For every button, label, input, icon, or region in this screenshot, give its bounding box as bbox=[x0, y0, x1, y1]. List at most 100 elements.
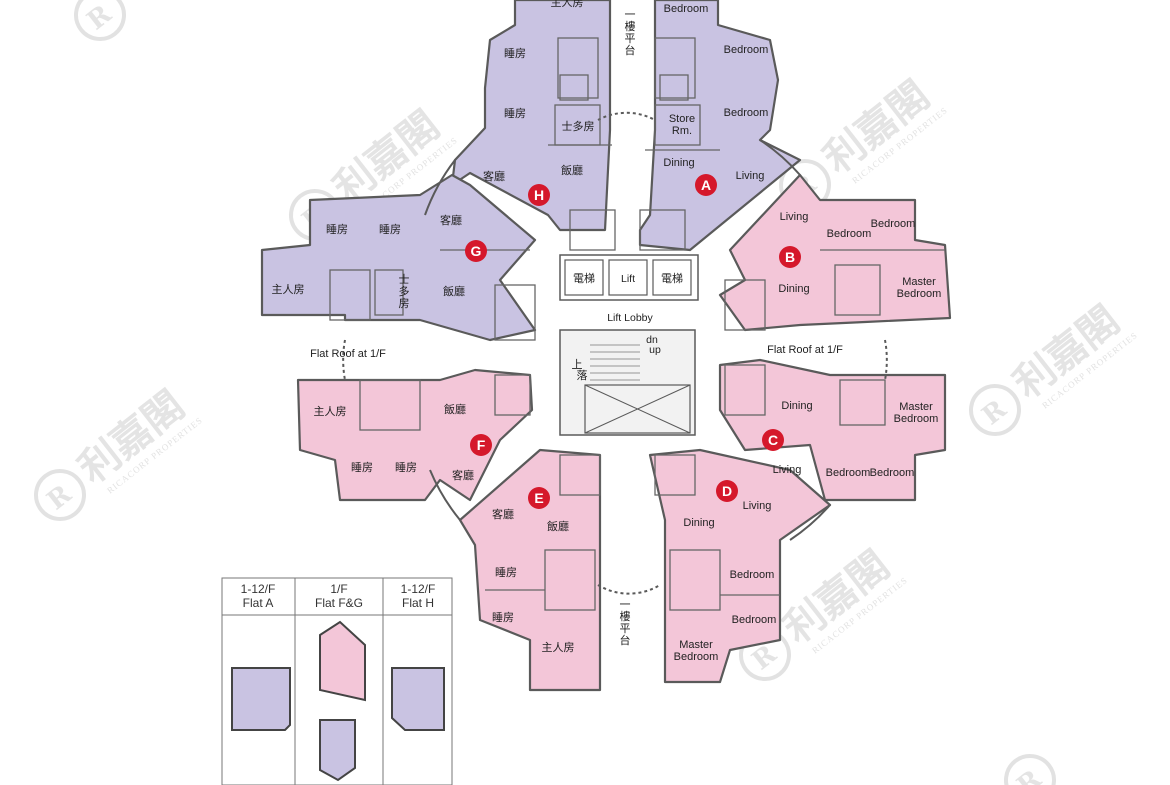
stair-up-label: up bbox=[649, 344, 661, 356]
flat-b-shape bbox=[718, 173, 952, 332]
lift-lobby-label: Lift Lobby bbox=[607, 312, 653, 324]
stair-treads bbox=[590, 344, 640, 381]
flat-badge-b[interactable]: B bbox=[779, 246, 801, 268]
flat-d-shape bbox=[648, 448, 832, 684]
flat-f-living-label: 客廳 bbox=[452, 468, 474, 482]
flat-g-dining-label: 飯廳 bbox=[443, 284, 465, 298]
svg-text:E: E bbox=[534, 490, 543, 506]
flat-f-dining-label: 飯廳 bbox=[444, 402, 466, 416]
flat-c-bed2-label: Bedroom bbox=[870, 467, 915, 479]
flat-c-dining-label: Dining bbox=[781, 400, 812, 412]
lift-car-left bbox=[564, 259, 604, 296]
flat-e-living-label: 客廳 bbox=[492, 507, 514, 521]
legend-flat-g-shape bbox=[319, 620, 366, 702]
svg-text:D: D bbox=[722, 483, 732, 499]
svg-text:G: G bbox=[471, 243, 482, 259]
flat-d-living-label: Living bbox=[743, 500, 772, 512]
flat-g-bed1-label: 睡房 bbox=[326, 223, 348, 236]
flat-b-bed2-label: Bedroom bbox=[827, 228, 872, 240]
lift-shaft-void bbox=[584, 384, 691, 434]
flat-b-dining-label: Dining bbox=[778, 283, 809, 295]
flat-g-store-label: 士多房 bbox=[399, 273, 410, 310]
lift-car-right bbox=[652, 259, 692, 296]
ring-arcs bbox=[342, 111, 888, 595]
flat-f-shape bbox=[296, 368, 534, 502]
flat-badge-e[interactable]: E bbox=[528, 487, 550, 509]
legend-flat-a-shape bbox=[231, 667, 291, 731]
roof-labels: Flat Roof at 1/F Flat Roof at 1/F 一樓平台 一… bbox=[310, 8, 843, 647]
svg-text:A: A bbox=[701, 177, 711, 193]
watermark-4: 利嘉閣 RICACORP PROPERTIES bbox=[959, 297, 1140, 446]
south-roof-label: 一樓平台 bbox=[620, 598, 631, 647]
flat-c-bed1-label: Bedroom bbox=[826, 467, 871, 479]
flat-badge-h[interactable]: H bbox=[528, 184, 550, 206]
flat-e-bed2-label: 睡房 bbox=[492, 611, 514, 624]
flat-g-bed2-label: 睡房 bbox=[379, 223, 401, 236]
central-core bbox=[559, 254, 699, 436]
legend-flat-h-shape bbox=[391, 667, 445, 731]
flat-badge-a[interactable]: A bbox=[695, 174, 717, 196]
east-flat-roof-label: Flat Roof at 1/F bbox=[767, 344, 843, 356]
svg-text:F: F bbox=[477, 437, 486, 453]
flat-f-bed1-label: 睡房 bbox=[351, 461, 373, 474]
unit-shapes bbox=[260, 0, 952, 692]
flat-g-master-label: 主人房 bbox=[272, 283, 305, 296]
flat-b-bed1-label: Bedroom bbox=[871, 218, 916, 230]
flat-f-bed2-label: 睡房 bbox=[395, 461, 417, 474]
flat-badges: A B C D E F G H bbox=[465, 174, 801, 509]
lift-left-label: 電梯 bbox=[573, 272, 595, 285]
flat-badge-g[interactable]: G bbox=[465, 240, 487, 262]
west-flat-roof-label: Flat Roof at 1/F bbox=[310, 348, 386, 360]
watermark-logo-icon bbox=[64, 0, 136, 51]
flat-d-bed2-label: Bedroom bbox=[732, 614, 777, 626]
core-labels: 電梯 Lift 電梯 Lift Lobby dn up 上落 bbox=[572, 272, 684, 382]
flat-c-shape bbox=[718, 358, 947, 502]
interior-walls bbox=[329, 37, 945, 611]
flat-e-master-label: 主人房 bbox=[542, 641, 575, 654]
flat-a-living-label: Living bbox=[736, 170, 765, 182]
flat-e-bed1-label: 睡房 bbox=[495, 566, 517, 579]
flat-badge-f[interactable]: F bbox=[470, 434, 492, 456]
watermark-logo-icon bbox=[994, 744, 1066, 785]
flat-h-master-label: 主人房 bbox=[551, 0, 584, 9]
flat-d-bed1-label: Bedroom bbox=[730, 569, 775, 581]
stair-cn-label: 上落 bbox=[572, 358, 588, 382]
flat-a-bed2-label: Bedroom bbox=[724, 107, 769, 119]
flat-a-shape bbox=[638, 0, 802, 252]
flat-h-bed1-label: 睡房 bbox=[504, 47, 526, 60]
stair-core bbox=[559, 329, 696, 436]
lift-right-label: 電梯 bbox=[661, 272, 683, 285]
flat-a-dining-label: Dining bbox=[663, 157, 694, 169]
svg-text:C: C bbox=[768, 432, 778, 448]
flat-badge-c[interactable]: C bbox=[762, 429, 784, 451]
flat-g-living-label: 客廳 bbox=[440, 213, 462, 227]
flat-h-dining-label: 飯廳 bbox=[561, 163, 583, 177]
lift-car-middle bbox=[608, 259, 648, 296]
flat-e-shape bbox=[458, 448, 602, 692]
flat-a-bed1-label: Bedroom bbox=[724, 44, 769, 56]
flat-d-dining-label: Dining bbox=[683, 517, 714, 529]
north-roof-label: 一樓平台 bbox=[625, 8, 636, 57]
flat-f-master-label: 主人房 bbox=[314, 405, 347, 418]
stair-down-label: dn bbox=[646, 334, 658, 346]
flat-h-living-label: 客廳 bbox=[483, 169, 505, 183]
flat-h-bed2-label: 睡房 bbox=[504, 107, 526, 120]
flat-c-living-label: Living bbox=[773, 464, 802, 476]
svg-text:H: H bbox=[534, 187, 544, 203]
flat-badge-d[interactable]: D bbox=[716, 480, 738, 502]
svg-text:B: B bbox=[785, 249, 795, 265]
flat-h-store-label: 士多房 bbox=[562, 119, 595, 133]
flat-e-dining-label: 飯廳 bbox=[547, 519, 569, 533]
watermark-2: 利嘉閣 RICACORP PROPERTIES bbox=[24, 382, 205, 531]
